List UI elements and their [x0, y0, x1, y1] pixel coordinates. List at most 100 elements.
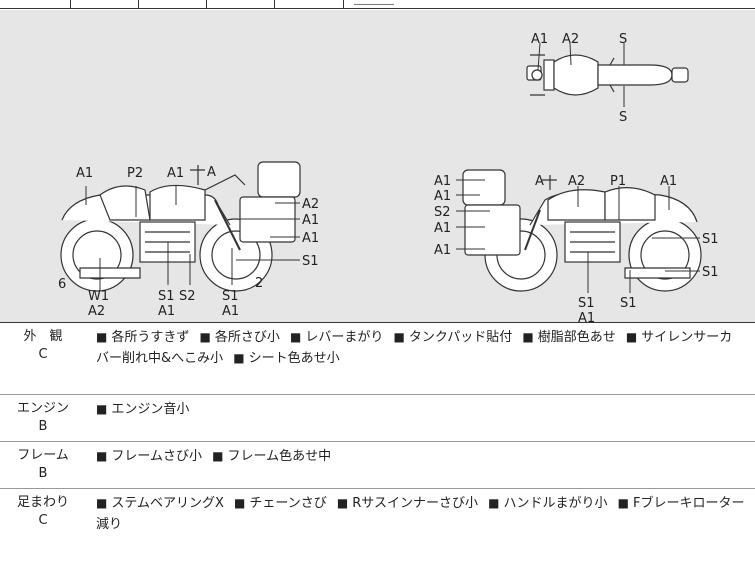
note-item: フレームさび小 [111, 449, 202, 464]
label-top-a2: A2 [562, 32, 579, 47]
label-top-s-lower: S [619, 110, 627, 125]
row-border [0, 441, 755, 442]
header-divider [343, 0, 344, 9]
bullet-icon: ■ [625, 330, 638, 344]
label-left-2: 2 [255, 276, 263, 291]
note-item: 各所うすきず [111, 330, 190, 345]
bullet-icon: ■ [96, 449, 108, 463]
category-grade: B [38, 419, 48, 434]
label-right-a1-fairing: A1 [434, 221, 451, 236]
bullet-icon: ■ [336, 496, 349, 510]
category-grade: C [38, 513, 48, 528]
bullet-icon: ■ [96, 330, 108, 344]
header-divider [70, 0, 71, 9]
bullet-icon: ■ [199, 330, 211, 344]
bullet-icon: ■ [488, 496, 500, 510]
left-side-bike [60, 161, 301, 292]
note-item: Fブレーキローター減り [96, 496, 745, 532]
label-right-s1-engine: S1 [578, 296, 595, 311]
section-exterior: 外 観 C ■各所うすきず ■各所さび小 ■レバーまがり ■タンクパッド貼付 ■… [0, 323, 755, 394]
label-right-a1-engine: A1 [578, 311, 595, 322]
section-frame: フレーム B ■フレームさび小 ■フレーム色あせ中 [0, 442, 755, 488]
note-item: エンジン音小 [111, 402, 190, 417]
note-item: シート色あせ小 [248, 351, 340, 366]
label-right-a1-lower: A1 [434, 243, 451, 258]
label-left-s2-engine: S2 [179, 289, 196, 304]
note-item: サイレンサーカバー削れ中&へこみ小 [96, 330, 733, 366]
note-item: レバーまがり [305, 330, 384, 345]
section-category: フレーム B [0, 447, 86, 483]
section-notes: ■ステムベアリングX ■チェーンさび ■Rサスインナーさび小 ■ハンドルまがり小… [96, 493, 745, 535]
section-notes: ■各所うすきず ■各所さび小 ■レバーまがり ■タンクパッド貼付 ■樹脂部色あせ… [96, 327, 745, 369]
bullet-icon: ■ [617, 496, 629, 510]
label-left-a1-fork: A1 [302, 213, 319, 228]
note-item: Rサスインナーさび小 [352, 496, 478, 511]
label-right-a1-screen: A1 [434, 189, 451, 204]
label-left-a1-rear: A1 [76, 166, 93, 181]
right-side-bike [462, 169, 702, 292]
bullet-icon: ■ [212, 449, 224, 463]
category-name: エンジン [16, 401, 69, 416]
header-divider [138, 0, 139, 9]
label-right-p1: P1 [610, 174, 626, 189]
row-border [0, 488, 755, 489]
label-left-s1-front: S1 [222, 289, 239, 304]
label-left-a1-engine: A1 [158, 304, 175, 319]
top-view-labels: A1 A2 S S [531, 32, 627, 125]
note-item: フレーム色あせ中 [227, 449, 332, 464]
section-notes: ■エンジン音小 [96, 399, 745, 420]
bullet-icon: ■ [234, 496, 246, 510]
section-category: エンジン B [0, 400, 86, 436]
note-item: 各所さび小 [214, 330, 280, 345]
section-notes: ■フレームさび小 ■フレーム色あせ中 [96, 446, 745, 467]
section-category: 足まわり C [0, 494, 86, 530]
bullet-icon: ■ [233, 351, 245, 365]
header-divider [206, 0, 207, 9]
note-item: 樹脂部色あせ [537, 330, 616, 345]
row-border [0, 394, 755, 395]
header-row-bottom-border [0, 8, 755, 9]
label-left-a1-fairing: A1 [302, 231, 319, 246]
bullet-icon: ■ [96, 496, 108, 510]
label-right-s2: S2 [434, 205, 451, 220]
bullet-icon: ■ [393, 330, 405, 344]
bullet-icon: ■ [522, 330, 534, 344]
label-left-s1-engine: S1 [158, 289, 175, 304]
label-left-a1-front: A1 [222, 304, 239, 319]
category-name: 外 観 [23, 329, 63, 344]
label-left-s1-wheel: S1 [302, 254, 319, 269]
damage-diagram-panel: A1 A2 S S [0, 10, 755, 322]
label-left-a2-lower: A2 [88, 304, 105, 319]
label-right-a1-cowl: A1 [434, 174, 451, 189]
note-item: ステムベアリングX [111, 496, 224, 511]
note-item: タンクパッド貼付 [408, 330, 513, 345]
right-bike-labels: A1 A1 S2 A1 A1 A A2 P1 A1 S1 S1 S1 A1 S1 [434, 174, 719, 322]
label-left-6: 6 [58, 277, 66, 292]
note-item: チェーンさび [249, 496, 327, 511]
label-top-a1: A1 [531, 32, 548, 47]
label-right-s1-muffler: S1 [702, 232, 719, 247]
section-engine: エンジン B ■エンジン音小 [0, 395, 755, 441]
label-left-w1: W1 [88, 289, 109, 304]
label-right-s1-exhaust: S1 [620, 296, 637, 311]
bullet-icon: ■ [96, 402, 108, 416]
row-border [0, 322, 755, 323]
category-name: 足まわり [16, 495, 69, 510]
left-bike-leaders [85, 169, 300, 290]
motorcycle-diagram: A1 A2 S S [58, 32, 719, 322]
label-right-a1-rear: A1 [660, 174, 677, 189]
label-left-a1-tank: A1 [167, 166, 184, 181]
right-bike-leaders [456, 179, 700, 293]
label-right-s1-wheel: S1 [702, 265, 719, 280]
label-left-p2: P2 [127, 166, 143, 181]
section-category: 外 観 C [0, 328, 86, 364]
left-bike-labels: A1 P2 A1 A A2 A1 A1 S1 6 W1 A2 S1 S2 A1 … [58, 165, 319, 319]
label-right-a: A [535, 174, 544, 189]
section-chassis: 足まわり C ■ステムベアリングX ■チェーンさび ■Rサスインナーさび小 ■ハ… [0, 489, 755, 561]
label-left-a2-cowl: A2 [302, 197, 319, 212]
category-name: フレーム [17, 448, 69, 463]
label-left-a: A [207, 165, 216, 180]
top-view-bike [526, 54, 689, 96]
header-divider [274, 0, 275, 9]
